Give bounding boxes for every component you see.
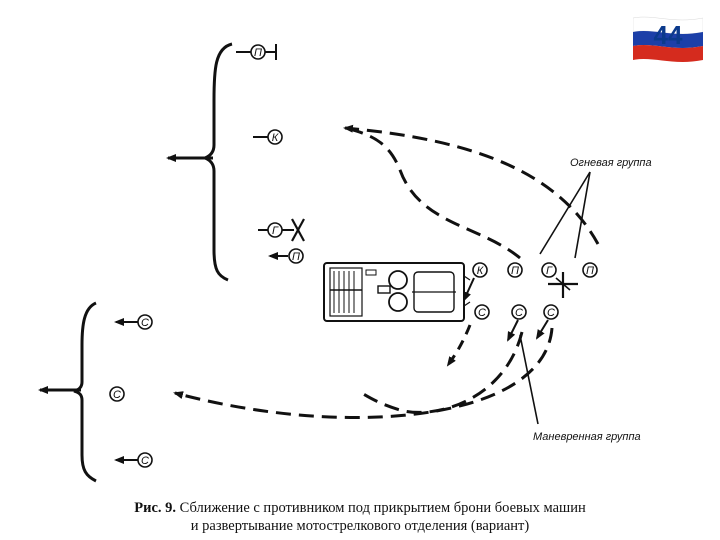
right-bottom-symbol-0: С [474,304,490,320]
lower-left-symbol-2: С [114,452,153,468]
right-top-symbol-3: П [582,262,598,278]
top-left-symbol-0: П [236,44,277,60]
lower-left-symbol-0: С [114,314,153,330]
page-number: 44 [653,20,683,50]
symbol-letter: П [586,265,594,277]
fire-group-label: Огневая группа [570,157,652,169]
top-left-symbol-1: К [253,129,283,145]
top-left-symbol-2: Г [258,218,305,242]
symbol-letter: С [515,307,523,319]
symbol-letter: Г [272,225,279,237]
flag-stripe-red [633,45,703,62]
combat-vehicle-icon [323,262,471,322]
right-top-symbol-0: К [463,262,488,302]
right-top-symbol-1: П [507,262,523,278]
symbol-letter: С [141,317,149,329]
symbol-letter: П [292,251,300,263]
maneuver-group-label: Маневренная группа [533,431,641,443]
symbol-letter: П [511,265,519,277]
flag-page-badge [633,16,703,62]
top-left-symbol-3: П [268,248,304,264]
right-bottom-symbol-1: С [507,304,527,342]
fire-group-route-inner [344,126,521,260]
symbol-letter: С [547,307,555,319]
caption-line-1: Сближение с противником под прикрытием б… [179,500,586,516]
symbol-letter: С [141,455,149,467]
symbol-letter: К [477,265,484,277]
symbol-letter: П [254,47,262,59]
figure-caption: Рис. 9. Сближение с противником под прик… [0,499,720,535]
caption-lead: Рис. 9. [134,500,177,516]
symbol-letter: С [113,389,121,401]
fire-group-leader [539,171,591,255]
lower-left-symbol-1: С [109,386,125,402]
maneuver-group-route-inner [359,331,524,414]
right-bottom-symbol-2: С [535,304,559,340]
caption-line-2: и развертывание мотострелкового отделени… [190,518,530,534]
fire-group-leader-2 [574,171,591,259]
symbol-letter: К [272,132,279,144]
flag-stripe-blue [633,31,703,48]
lower-group-bracket [73,301,97,483]
right-top-symbol-2: Г [541,262,578,298]
symbol-letter: Г [546,265,553,277]
maneuver-group-leader [519,334,539,425]
left-to-right-route [446,324,472,367]
symbol-letter: С [478,307,486,319]
fire-group-route-outer [343,124,600,245]
upper-group-bracket [200,42,233,282]
maneuver-group-route-outer [173,327,554,419]
